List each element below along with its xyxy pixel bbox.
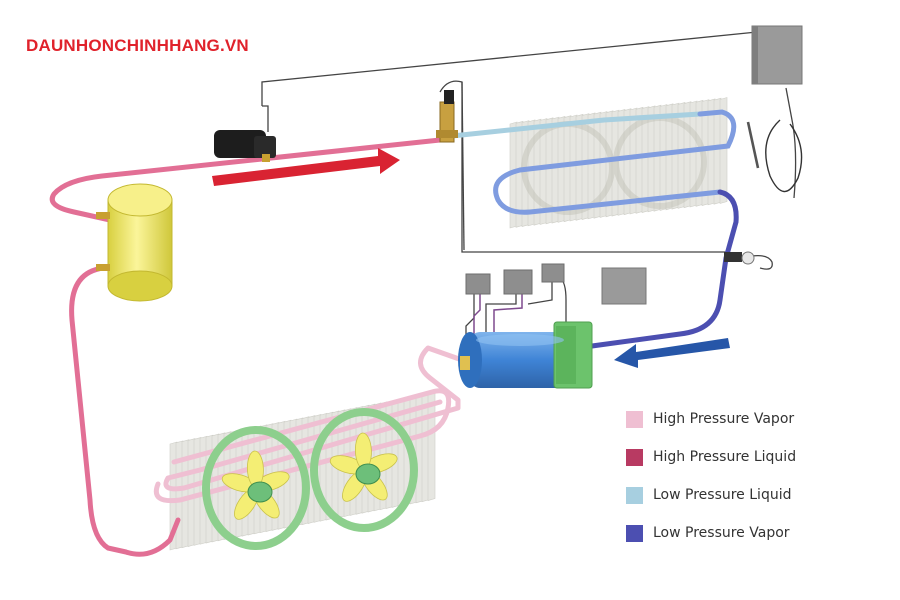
legend-label: High Pressure Vapor xyxy=(653,411,795,427)
receiver-tank xyxy=(96,183,173,302)
filter-drier xyxy=(214,130,276,162)
fan-hub xyxy=(355,463,381,485)
legend-label: Low Pressure Liquid xyxy=(653,487,792,503)
fan-hub xyxy=(247,481,273,503)
legend-swatch xyxy=(626,448,643,466)
low-side-flow-arrow xyxy=(614,338,730,368)
legend-swatch xyxy=(626,486,643,504)
legend-label: High Pressure Liquid xyxy=(653,449,797,465)
legend-swatch xyxy=(626,410,643,428)
legend-item: High Pressure Liquid xyxy=(626,438,876,476)
condenser-fan-2 xyxy=(310,408,418,532)
sensor-capillary-tube xyxy=(746,121,760,169)
low-pressure-vapor-line xyxy=(589,189,739,349)
legend-item: Low Pressure Liquid xyxy=(626,476,876,514)
condenser-fin xyxy=(427,392,436,501)
expansion-valve xyxy=(436,90,458,143)
sensor-capillary-coil xyxy=(765,119,803,193)
control-wiring xyxy=(261,31,797,340)
high-pressure-vapor-line xyxy=(163,345,465,492)
compressor xyxy=(458,321,593,389)
tank-outlet-line xyxy=(49,137,443,223)
evaporator-fins xyxy=(509,97,728,229)
evaporator-fin xyxy=(719,97,728,204)
legend-item: Low Pressure Vapor xyxy=(626,514,876,552)
pressure-switch xyxy=(724,251,755,265)
evaporator-coil-blue xyxy=(493,109,737,215)
legend-label: Low Pressure Vapor xyxy=(653,525,790,541)
high-pressure-liquid-line xyxy=(69,265,181,557)
relay-box-1 xyxy=(465,273,491,295)
condenser-fan-1 xyxy=(202,426,310,550)
condenser-coil-pink xyxy=(153,388,452,504)
low-pressure-liquid-line xyxy=(449,111,703,139)
relay-box-3 xyxy=(541,263,565,283)
control-box-main xyxy=(751,25,803,85)
controller-box xyxy=(601,267,647,305)
legend-item: High Pressure Vapor xyxy=(626,400,876,438)
purple-control-wiring xyxy=(473,294,523,340)
relay-box-2 xyxy=(503,269,533,295)
brand-watermark: DAUNHONCHINHHANG.VN xyxy=(26,36,249,55)
legend-swatch xyxy=(626,524,643,542)
condenser-fans xyxy=(202,408,418,550)
high-side-flow-arrow xyxy=(212,148,400,186)
